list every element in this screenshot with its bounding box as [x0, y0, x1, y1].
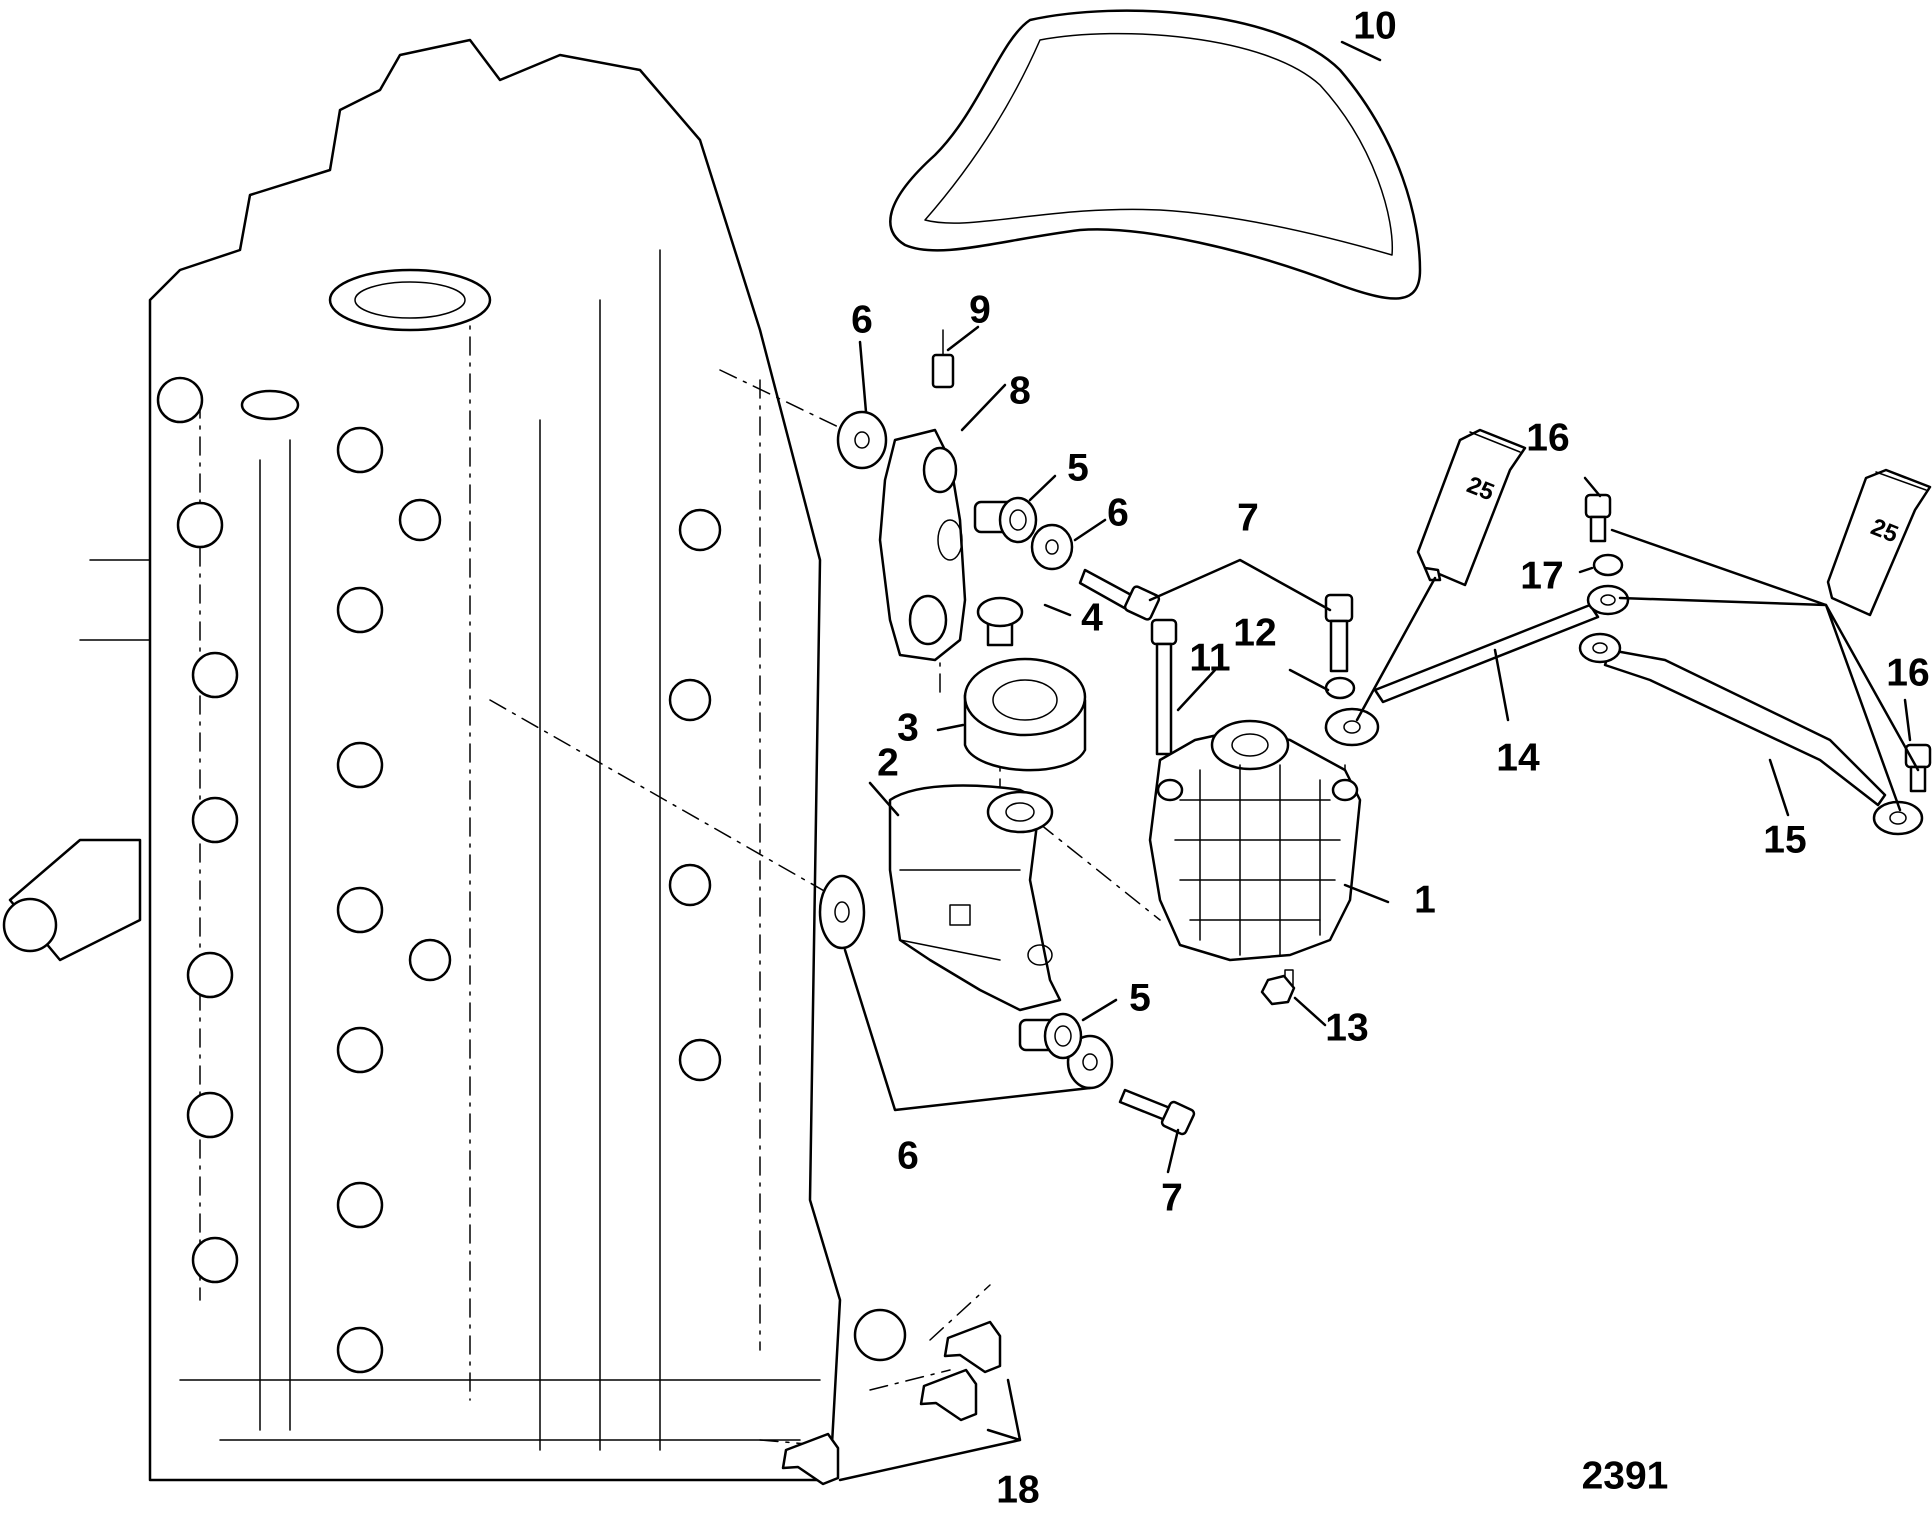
part-9-screw	[931, 329, 955, 389]
part-7-bolt-lower	[1118, 1088, 1196, 1136]
part-14-cable	[1324, 584, 1630, 747]
part-7-bolt-upper	[1078, 568, 1161, 621]
part-16-bolt-top	[1584, 493, 1612, 543]
part-6-washer-top	[836, 410, 888, 470]
drive-belt	[889, 9, 1422, 300]
part-5-bushing-upper	[973, 496, 1038, 544]
callout-18: 18	[996, 1468, 1039, 1511]
part-8-bracket	[878, 428, 967, 662]
callout-4: 4	[1081, 596, 1103, 639]
part-4-bolt	[976, 596, 1024, 647]
callout-12: 12	[1233, 611, 1276, 654]
callout-8: 8	[1009, 369, 1031, 412]
callout-7: 7	[1237, 496, 1259, 539]
part-5-bushing-lower	[1018, 1012, 1083, 1060]
part-18-clip-top	[943, 1320, 1002, 1374]
part-13-nut	[1260, 974, 1296, 1006]
callout-17: 17	[1520, 554, 1563, 597]
part-15-cable	[1578, 632, 1924, 836]
callout-16: 16	[1526, 416, 1569, 459]
callout-6: 6	[1107, 491, 1129, 534]
callout-15: 15	[1763, 818, 1806, 861]
callout-14: 14	[1496, 736, 1540, 779]
sealant-tube-left: 25	[1416, 428, 1527, 587]
callout-16: 16	[1886, 651, 1929, 694]
callout-7: 7	[1161, 1176, 1183, 1219]
part-6-washer-mid	[1030, 523, 1074, 571]
callout-6: 6	[851, 298, 873, 341]
part-3-pulley	[963, 657, 1087, 772]
leader-lines	[838, 40, 1920, 1482]
callout-1: 1	[1414, 878, 1436, 921]
callout-10: 10	[1353, 4, 1396, 47]
engine-block	[2, 38, 907, 1482]
part-6-washer-lower-left	[818, 874, 866, 950]
sealant-tube-right: 25	[1826, 468, 1932, 617]
callout-9: 9	[969, 288, 991, 331]
callout-2: 2	[877, 741, 899, 784]
callout-13: 13	[1325, 1006, 1368, 1049]
callout-5: 5	[1067, 446, 1089, 489]
part-1-alternator	[1148, 719, 1362, 991]
part-18-clip-bottom	[781, 1432, 840, 1486]
callout-11: 11	[1189, 636, 1230, 679]
callout-6: 6	[897, 1134, 919, 1177]
figure-number: 2391	[1582, 1454, 1669, 1497]
callout-5: 5	[1129, 976, 1151, 1019]
part-11-long-bolt	[1150, 618, 1178, 756]
part-16-bolt-right	[1904, 743, 1932, 793]
part-7-bolt-right	[1324, 593, 1354, 673]
part-18-clip-middle	[919, 1368, 978, 1422]
part-2-tensioner	[888, 784, 1062, 1012]
callout-labels: 10 9 6 8 5 6 7 4 12 11 3 2 1 5 13 6 7 16…	[851, 4, 1930, 1511]
callout-3: 3	[897, 706, 919, 749]
part-17-washer	[1592, 553, 1624, 577]
